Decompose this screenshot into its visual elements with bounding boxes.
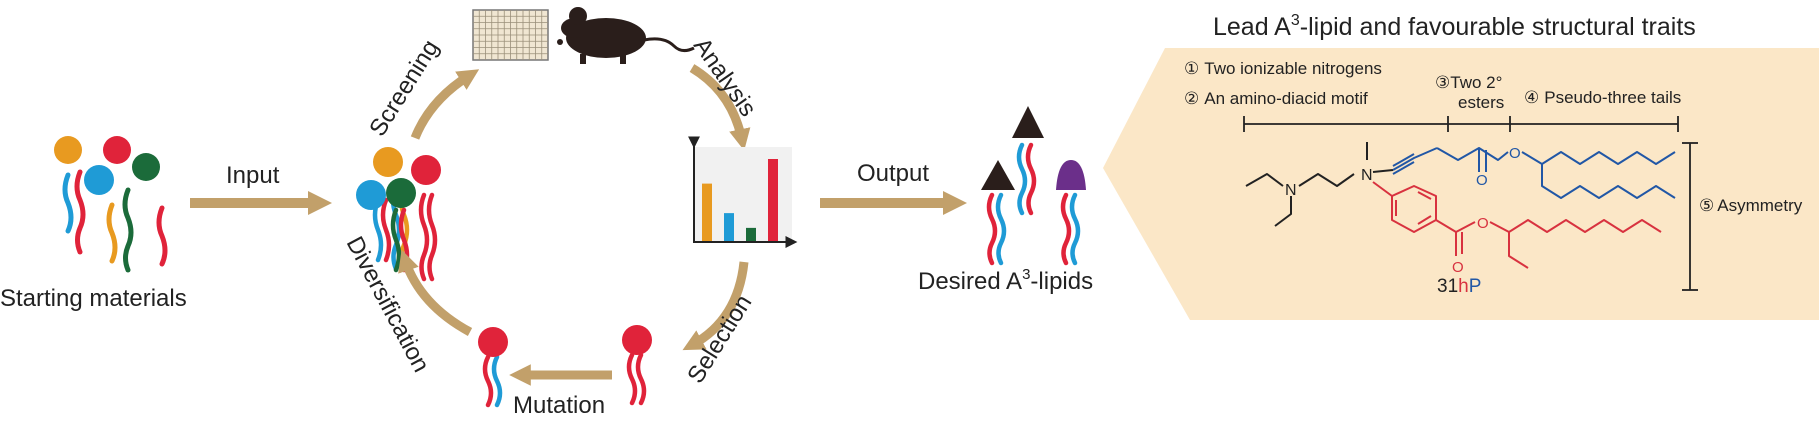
desired-lipids-label: Desired A3-lipids bbox=[918, 266, 1093, 295]
desired-lipids-group: Desired A3-lipids bbox=[918, 106, 1093, 295]
chart-bar bbox=[724, 213, 734, 241]
triangle-head-left bbox=[981, 160, 1015, 190]
input-label: Input bbox=[226, 162, 280, 189]
cluster-orange-head bbox=[373, 147, 403, 177]
trait-3-line1: ③Two 2° bbox=[1435, 73, 1502, 92]
selection-arrow bbox=[682, 261, 749, 351]
atom-o-ester-2: O bbox=[1477, 215, 1489, 232]
cluster-blue-head bbox=[356, 180, 386, 210]
well-plate-icon bbox=[472, 9, 549, 61]
starting-materials-group: Starting materials bbox=[0, 136, 187, 312]
atom-n1: N bbox=[1285, 182, 1297, 199]
atom-o-carbonyl-1: O bbox=[1476, 172, 1488, 189]
trait-3-line2: esters bbox=[1458, 93, 1504, 112]
selected-lipid-head bbox=[622, 325, 652, 355]
compound-label: 31hP bbox=[1437, 276, 1481, 297]
atom-o-carbonyl-2: O bbox=[1452, 259, 1464, 276]
blue-head bbox=[84, 165, 114, 195]
screening-arrow bbox=[410, 69, 480, 140]
atom-n2: N bbox=[1361, 167, 1373, 184]
purple-head bbox=[1056, 160, 1086, 190]
orange-head bbox=[54, 136, 82, 164]
diversification-arrow bbox=[398, 249, 473, 336]
triangle-head-top bbox=[1012, 106, 1044, 138]
red-head bbox=[103, 136, 131, 164]
panel-title: Lead A3-lipid and favourable structural … bbox=[1213, 12, 1696, 41]
cluster-red-head bbox=[411, 155, 441, 185]
trait-brackets bbox=[1243, 116, 1698, 291]
mutated-lipid-head bbox=[478, 327, 508, 357]
bar-chart-icon bbox=[688, 136, 798, 248]
green-head bbox=[132, 153, 160, 181]
chart-bar bbox=[702, 183, 712, 241]
screening-label: Screening bbox=[364, 35, 444, 141]
output-label: Output bbox=[857, 160, 929, 187]
chart-bar bbox=[768, 159, 778, 241]
cycle-group: Screening Analysis Selection bbox=[341, 7, 798, 419]
analysis-arrow bbox=[689, 64, 751, 151]
structure-panel: Lead A3-lipid and favourable structural … bbox=[1103, 12, 1819, 320]
starting-materials-label: Starting materials bbox=[0, 285, 187, 312]
cluster-green-head bbox=[386, 178, 416, 208]
mouse-icon bbox=[557, 7, 695, 64]
atom-o-ester-1: O bbox=[1509, 145, 1521, 162]
chemical-structure bbox=[1245, 142, 1676, 269]
mutation-label: Mutation bbox=[513, 392, 605, 416]
panel-background bbox=[1103, 48, 1819, 320]
chart-bar bbox=[746, 227, 756, 241]
